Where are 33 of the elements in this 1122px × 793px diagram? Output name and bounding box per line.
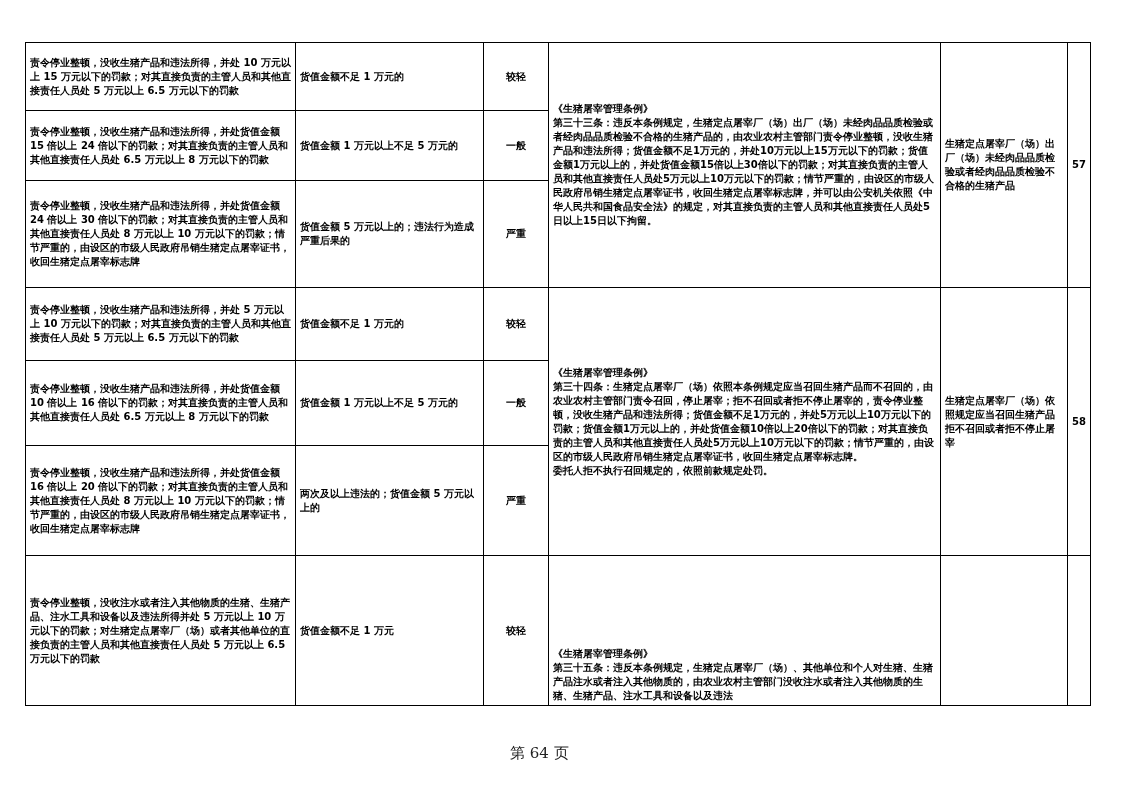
severity-text: 较轻 — [505, 317, 527, 331]
penalty-text: 责令停业整顿，没收注水或者注入其他物质的生猪、生猪产品、注水工具和设备以及违法所得并处 5 万元以上 10 万元以下的罚款；对生猪定点屠宰厂（场）或者其他单位的直接负责的主管人员和其他直接责任人员处 5 万元以上 6.5 万元以下的罚款 — [30, 595, 291, 666]
row-number: 57 — [1072, 158, 1086, 172]
circumstance-text: 货值金额 1 万元以上不足 5 万元的 — [300, 396, 459, 410]
penalty-text: 责令停业整顿，没收生猪产品和违法所得，并处货值金额 15 倍以上 24 倍以下的罚款；对其直接负责的主管人员和其他直接责任人员处 6.5 万元以上 8 万元以下的罚款 — [30, 124, 290, 167]
law-article-text: 委托人拒不执行召回规定的，依照前款规定处罚。 — [553, 463, 774, 478]
page-number: 第 64 页 — [510, 744, 569, 763]
row-number: 58 — [1072, 414, 1086, 429]
law-title: 《生猪屠宰管理条例》 — [553, 365, 654, 380]
penalty-text: 责令停业整顿，没收生猪产品和违法所得，并处货值金额 24 倍以上 30 倍以下的罚款；对其直接负责的主管人员和其他直接责任人员处 8 万元以上 10 万元以下的罚款；情节严重的，由设区的市级人民政府吊销生猪定点屠宰证书，收回生猪定点屠宰标志牌 — [30, 199, 291, 269]
circumstance-text: 两次及以上违法的；货值金额 5 万元以上的 — [300, 486, 475, 515]
penalty-text: 责令停业整顿，没收生猪产品和违法所得，并处 5 万元以上 10 万元以下的罚款；对其直接负责的主管人员和其他直接责任人员处 5 万元以上 6.5 万元以下的罚款 — [30, 303, 291, 345]
severity-text: 较轻 — [505, 623, 527, 638]
severity-text: 一般 — [505, 138, 527, 153]
circumstance-text: 货值金额不足 1 万元 — [300, 623, 395, 638]
circumstance-text: 货值金额 5 万元以上的；违法行为造成严重后果的 — [300, 220, 475, 248]
violation-text: 生猪定点屠宰厂（场）依照规定应当召回生猪产品拒不召回或者拒不停止屠宰 — [945, 393, 1056, 450]
severity-text: 严重 — [505, 227, 527, 241]
circumstance-text: 货值金额 1 万元以上不足 5 万元的 — [300, 138, 459, 153]
law-article-text: 第三十四条：生猪定点屠宰厂（场）依照本条例规定应当召回生猪产品而不召回的，由农业农村主管部门责令召回，停止屠宰；拒不召回或者拒不停止屠宰的，责令停业整顿，没收生猪产品和违法所得；货值金额不足1万元的，并处5万元以上10万元以下的罚款；货值金额1万元以上的，并处货值金额10倍以上20倍以下的罚款；对其直接负责的主管人员和其他直接责任人员处5万元以上10万元以下的罚款；情节严重的，由设区的市级人民政府吊销生猪定点屠宰证书，收回生猪定点屠宰标志牌。 — [553, 379, 935, 464]
severity-text: 严重 — [505, 493, 527, 508]
severity-text: 较轻 — [505, 69, 527, 84]
law-article-text: 第三十三条：违反本条例规定，生猪定点屠宰厂（场）出厂（场）未经肉品品质检验或者经肉品品质检验不合格的生猪产品的，由农业农村主管部门责令停业整顿，没收生猪产品和违法所得；货值金额不足1万元的，并处10万元以上15万元以下的罚款；货值金额1万元以上的，并处货值金额15倍以上30倍以下的罚款；对其直接负责的主管人员和其他直接责任人员处5万元以上10万元以下的罚款；情节严重的，由设区的市级人民政府吊销生猪定点屠宰证书，收回生猪定点屠宰标志牌，并可以由公安机关依照《中华人民共和国食品安全法》的规定，对其直接负责的主管人员和其他直接责任人员处5日以上15日以下拘留。 — [553, 116, 935, 228]
violation-text: 生猪定点屠宰厂（场）出厂（场）未经肉品品质检验或者经肉品品质检验不合格的生猪产品 — [945, 137, 1056, 193]
law-title: 《生猪屠宰管理条例》 — [553, 647, 654, 661]
penalty-text: 责令停业整顿，没收生猪产品和违法所得，并处货值金额 10 倍以上 16 倍以下的罚款；对其直接负责的主管人员和其他直接责任人员处 6.5 万元以上 8 万元以下的罚款 — [30, 382, 290, 424]
circumstance-text: 货值金额不足 1 万元的 — [300, 317, 405, 331]
law-article-text: 第三十五条：违反本条例规定，生猪定点屠宰厂（场）、其他单位和个人对生猪、生猪产品注水或者注入其他物质的，由农业农村主管部门没收注水或者注入其他物质的生猪、生猪产品、注水工具和设备以及违法 — [553, 661, 934, 703]
severity-text: 一般 — [505, 396, 527, 410]
penalty-text: 责令停业整顿，没收生猪产品和违法所得，并处 10 万元以上 15 万元以下的罚款；对其直接负责的主管人员和其他直接责任人员处 5 万元以上 6.5 万元以下的罚款 — [30, 55, 291, 98]
law-title: 《生猪屠宰管理条例》 — [553, 102, 654, 116]
circumstance-text: 货值金额不足 1 万元的 — [300, 69, 405, 84]
penalty-text: 责令停业整顿，没收生猪产品和违法所得，并处货值金额 16 倍以上 20 倍以下的罚款；对其直接负责的主管人员和其他直接责任人员处 8 万元以上 10 万元以下的罚款；情节严重的，由设区的市级人民政府吊销生猪定点屠宰证书，收回生猪定点屠宰标志牌 — [30, 465, 291, 536]
